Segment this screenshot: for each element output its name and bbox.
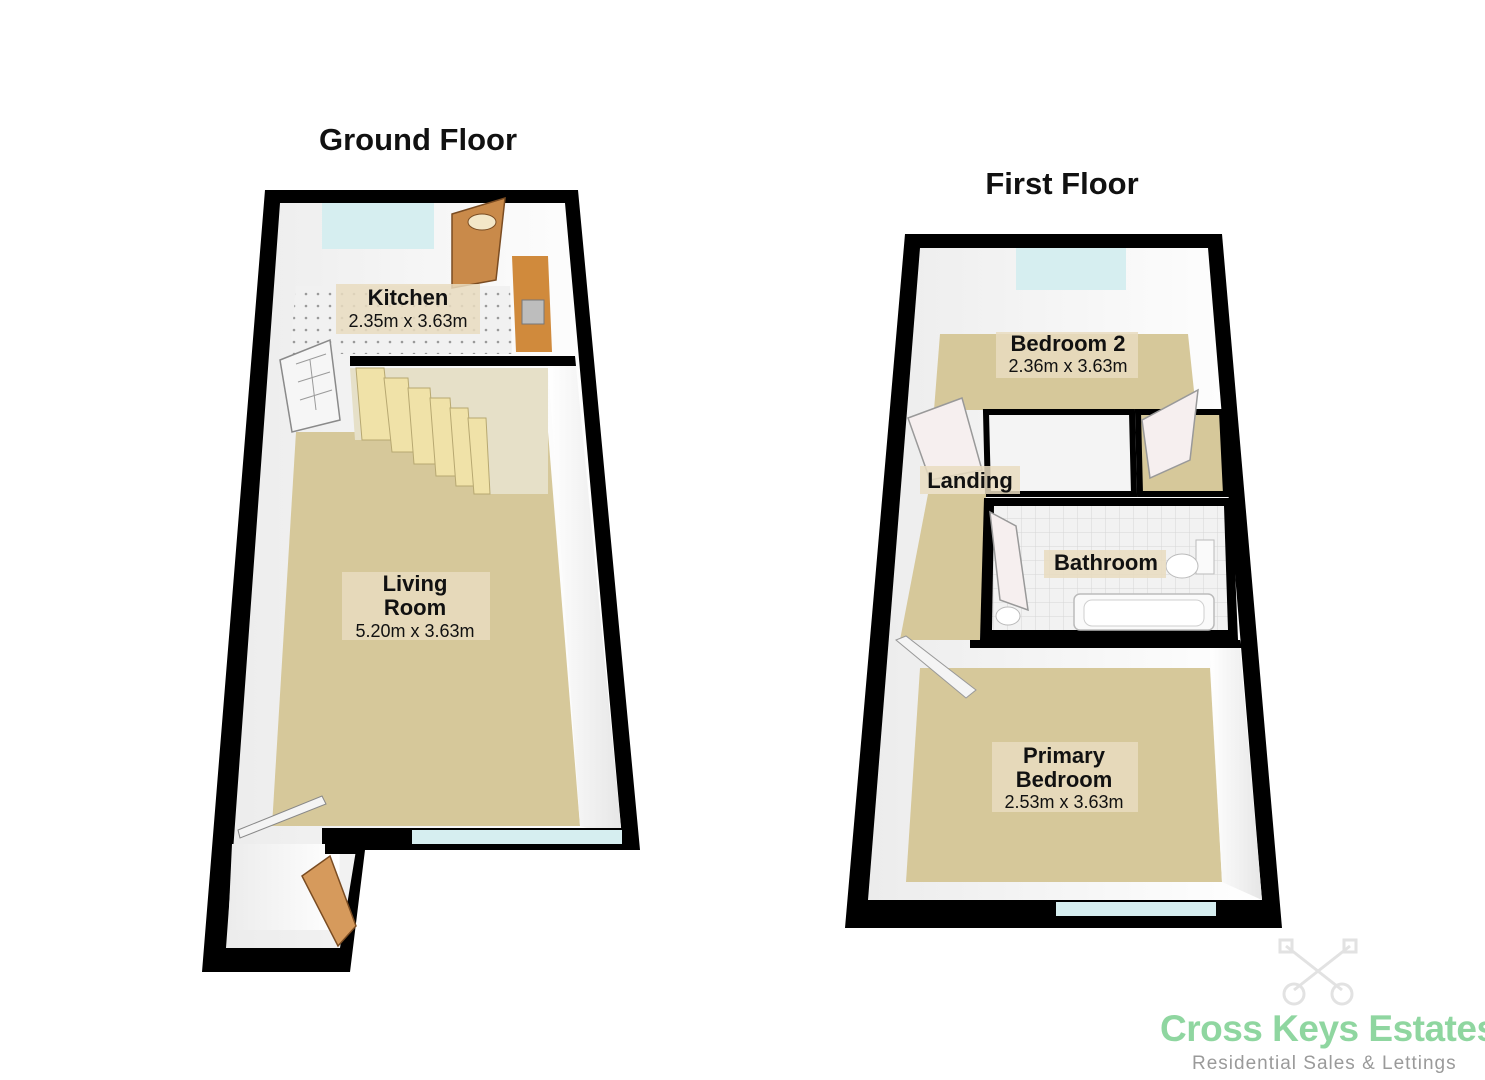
brand-name: Cross Keys Estates bbox=[1160, 1008, 1485, 1049]
staircase bbox=[350, 367, 548, 495]
primary-bedroom-door bbox=[895, 635, 977, 699]
kitchen-name: Kitchen bbox=[368, 285, 449, 310]
living-room-name-line-2: Room bbox=[384, 595, 446, 620]
bathroom-door bbox=[989, 510, 1029, 612]
kitchen-back-door bbox=[451, 196, 506, 289]
kitchen-dimensions: 2.35m x 3.63m bbox=[348, 311, 467, 331]
ground-floor-plan: Ground Floor Kitchen 2.35m x 3.63m Livin… bbox=[202, 122, 640, 972]
landing-floor bbox=[900, 494, 986, 640]
porch-floor bbox=[228, 844, 340, 930]
bedroom-2-dimensions: 2.36m x 3.63m bbox=[1008, 356, 1127, 376]
basin bbox=[995, 606, 1021, 626]
primary-bedroom-window bbox=[1056, 902, 1216, 916]
porch-interior-door bbox=[237, 795, 327, 839]
glazed-door bbox=[279, 338, 341, 433]
living-room-right-wall bbox=[548, 366, 622, 838]
bathroom-name: Bathroom bbox=[1054, 550, 1158, 575]
kitchen-window bbox=[322, 203, 434, 249]
crossed-keys-icon bbox=[1278, 938, 1358, 1006]
primary-bedroom-name-line-1: Primary bbox=[1023, 743, 1106, 768]
front-door bbox=[301, 854, 357, 948]
first-floor-plan: First Floor Bedroom 2 2.36m x 3.63m Land… bbox=[845, 166, 1282, 928]
ground-floor-title: Ground Floor bbox=[319, 122, 517, 157]
primary-bedroom-wall-top bbox=[970, 640, 1242, 648]
toilet bbox=[1165, 539, 1215, 579]
living-room-dimensions: 5.20m x 3.63m bbox=[355, 621, 474, 641]
living-room-front-window bbox=[412, 830, 622, 844]
cupboard-door bbox=[1141, 388, 1199, 480]
primary-bedroom-dimensions: 2.53m x 3.63m bbox=[1004, 792, 1123, 812]
landing-name: Landing bbox=[927, 468, 1013, 493]
kitchen-living-divider bbox=[350, 356, 576, 366]
primary-bedroom-right-wall bbox=[1210, 648, 1262, 900]
bedroom-2-window bbox=[1016, 248, 1126, 290]
living-room-name-line-1: Living bbox=[383, 571, 448, 596]
first-floor-title: First Floor bbox=[985, 166, 1138, 201]
primary-bedroom-name-line-2: Bedroom bbox=[1016, 767, 1113, 792]
bedroom-2-name: Bedroom 2 bbox=[1011, 331, 1126, 356]
kitchen-sink bbox=[521, 299, 545, 325]
brand-tagline: Residential Sales & Lettings bbox=[1192, 1053, 1457, 1074]
